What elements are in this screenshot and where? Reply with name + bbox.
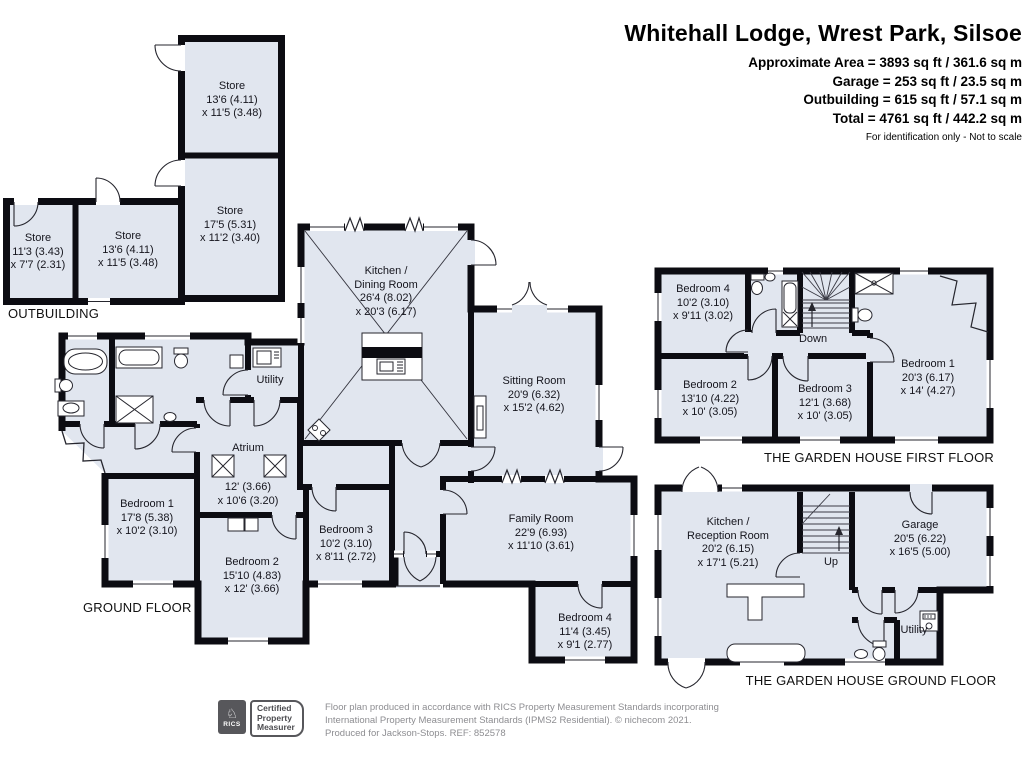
section-label-garden-house-first-floor: THE GARDEN HOUSE FIRST FLOOR	[764, 450, 994, 465]
stat-outbuilding: Outbuilding = 615 sq ft / 57.1 sq m	[803, 92, 1022, 107]
room-label-kitchen-dining: Kitchen /Dining Room 26'4 (8.02)x 20'3 (…	[354, 265, 418, 318]
section-label-garden-house-ground-floor: THE GARDEN HOUSE GROUND FLOOR	[745, 673, 997, 688]
footer-certification: ♘ RICS Certified Property Measurer	[218, 700, 304, 737]
section-label-outbuilding: OUTBUILDING	[8, 306, 100, 321]
stat-approximate-area: Approximate Area = 3893 sq ft / 361.6 sq…	[748, 55, 1022, 70]
title-block: Whitehall Lodge, Wrest Park, Silsoe Appr…	[624, 20, 1022, 143]
page-title: Whitehall Lodge, Wrest Park, Silsoe	[624, 20, 1022, 46]
room-label-utility-main: Utility	[256, 374, 284, 386]
room-label-gh0-utility: Utility	[900, 624, 928, 636]
rics-wordmark: RICS	[223, 720, 241, 728]
outbuilding-plan	[3, 35, 285, 305]
room-label-gh0-kitchen-reception: Kitchen /Reception Room 20'2 (6.15)x 17'…	[687, 516, 769, 569]
garden-house-first-floor-plan	[654, 267, 994, 444]
stairs-up-label: Up	[823, 556, 839, 568]
rics-logo: ♘ RICS	[218, 700, 246, 734]
footer-disclaimer: Floor plan produced in accordance with R…	[325, 702, 719, 739]
area-stats: Approximate Area = 3893 sq ft / 361.6 sq…	[624, 54, 1022, 128]
section-label-ground-floor: GROUND FLOOR	[83, 600, 192, 615]
room-label-atrium: Atrium	[232, 442, 264, 454]
stat-total: Total = 4761 sq ft / 442.2 sq m	[832, 110, 1022, 126]
room-label-atrium-dims: 12' (3.66)x 10'6 (3.20)	[217, 481, 279, 507]
certified-property-measurer-badge: Certified Property Measurer	[250, 700, 304, 737]
stairs-down-label: Down	[798, 333, 828, 345]
garden-house-ground-floor-plan	[654, 466, 994, 689]
lion-crest-icon: ♘	[226, 705, 238, 721]
identification-note: For identification only - Not to scale	[865, 132, 1022, 143]
stat-garage: Garage = 253 sq ft / 23.5 sq m	[832, 73, 1022, 89]
main-house-plan	[54, 215, 638, 664]
